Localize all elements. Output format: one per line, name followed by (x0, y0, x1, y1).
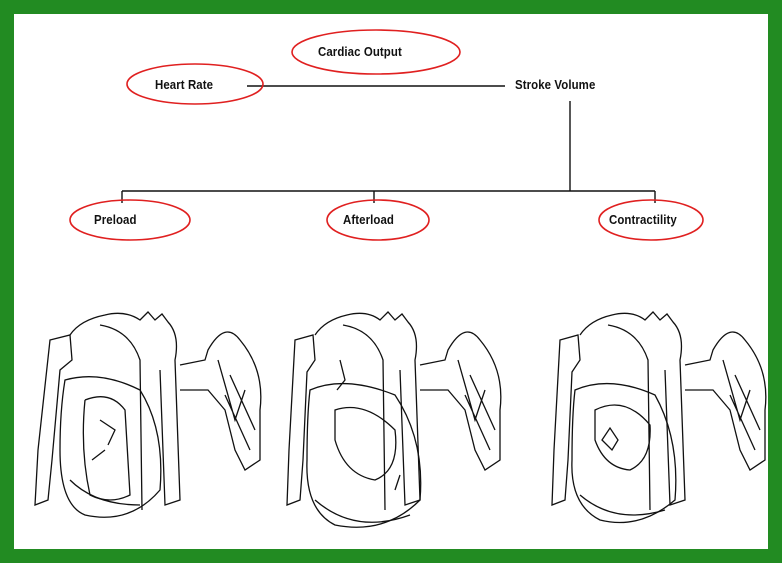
heart-contractility-icon (552, 312, 766, 523)
preload-label: Preload (94, 212, 137, 227)
heart-preload-icon (35, 312, 261, 517)
afterload-label: Afterload (343, 212, 394, 227)
stroke-volume-label: Stroke Volume (515, 77, 595, 92)
cardiac-output-label: Cardiac Output (318, 44, 402, 59)
heart-rate-label: Heart Rate (155, 77, 213, 92)
contractility-label: Contractility (609, 212, 677, 227)
heart-afterload-icon (287, 312, 501, 527)
